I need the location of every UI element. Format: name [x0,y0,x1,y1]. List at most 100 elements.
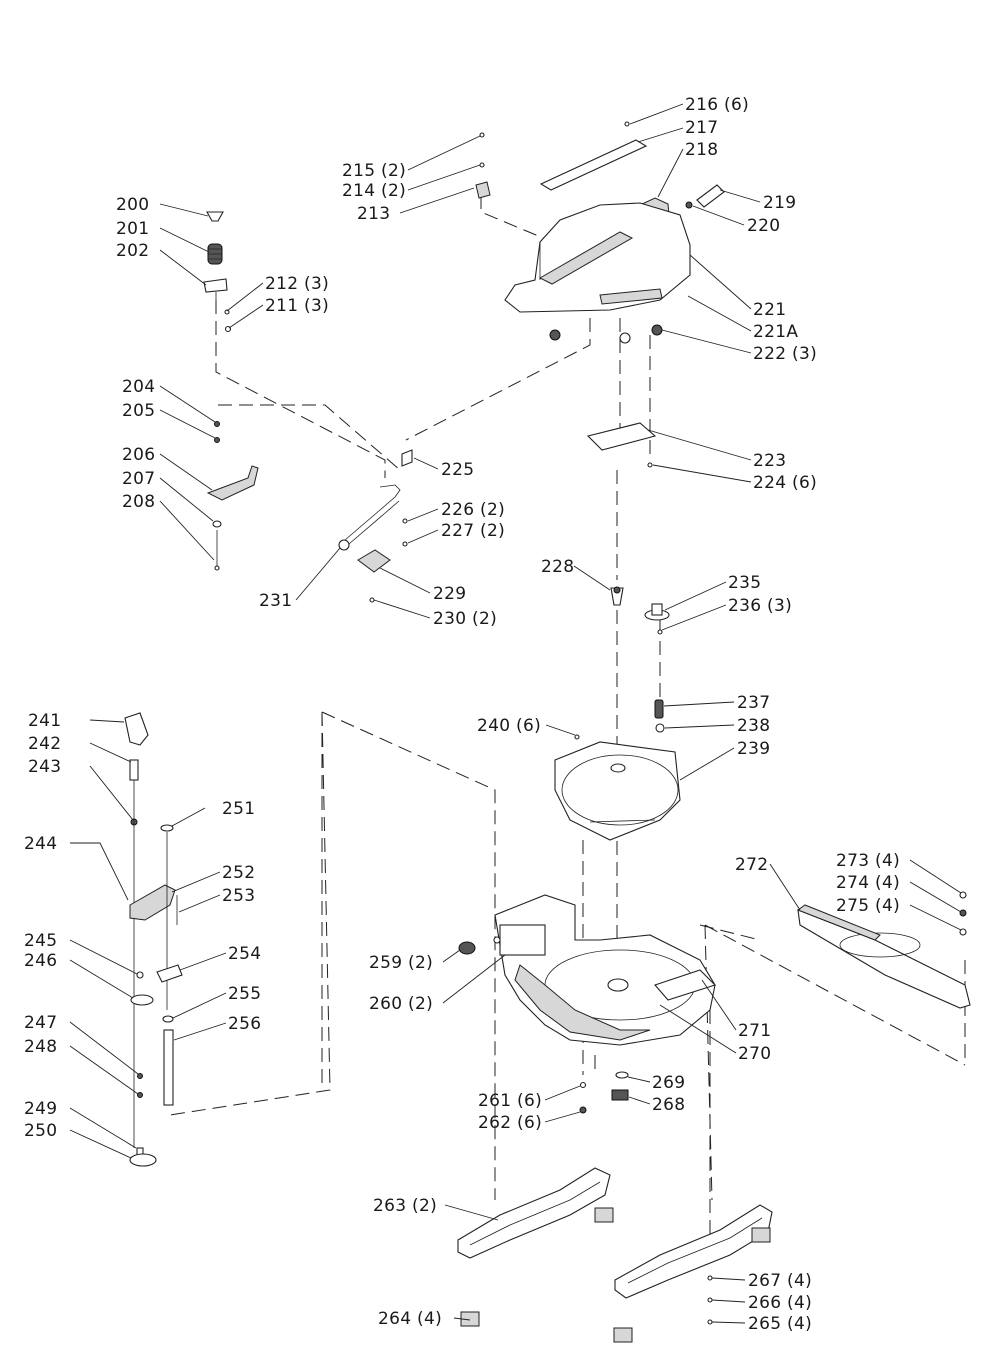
part-237-spring [654,699,664,719]
callout-270: 270 [738,1044,771,1064]
part-244-lock-bracket [129,884,176,921]
callout-263: 263 (2) [373,1196,437,1216]
callout-230: 230 (2) [433,609,497,629]
callout-227: 227 (2) [441,521,505,541]
callout-217: 217 [685,118,718,138]
callout-239: 239 [737,739,770,759]
assembly-dashed-lines [169,195,966,1255]
callout-247: 247 [24,1013,57,1033]
part-265-267-screws [707,1275,713,1325]
callout-275: 275 (4) [836,896,900,916]
callout-225: 225 [441,460,474,480]
part-204-208-lever-stack [206,421,259,571]
callout-273: 273 (4) [836,851,900,871]
part-270-base [494,894,716,1046]
part-shapes [124,121,971,1343]
callout-229: 229 [433,584,466,604]
callout-211: 211 (3) [265,296,329,316]
part-249-250-knob [129,1147,157,1167]
callout-201: 201 [116,219,149,239]
part-217-insert-plate [539,121,648,191]
callout-259: 259 (2) [369,953,433,973]
callout-205: 205 [122,401,155,421]
callout-262: 262 (6) [478,1113,542,1133]
part-221-table [504,202,691,344]
part-219-220-lock-pin [685,184,725,209]
part-239-ring [554,734,681,841]
part-261-262-fasteners [579,1081,587,1114]
callout-221A: 221A [753,322,798,342]
part-242-243-pin [129,759,139,1148]
part-271-block [654,969,717,1001]
part-255-washer [162,1015,174,1023]
part-225-bracket [401,449,413,467]
callout-208: 208 [122,492,155,512]
part-273-275-hardware [959,891,967,936]
part-231-rod [338,484,401,551]
callout-260: 260 (2) [369,994,433,1014]
part-223-plate [586,422,657,468]
callout-221: 221 [753,300,786,320]
part-callouts: 200 201 202 212 (3) 211 (3) 215 (2) 214 … [24,95,900,1334]
callout-214: 214 (2) [342,181,406,201]
part-211-212-screws [224,309,232,333]
callout-231: 231 [259,591,292,611]
callout-249: 249 [24,1099,57,1119]
callout-216: 216 (6) [685,95,749,115]
callout-200: 200 [116,195,149,215]
part-200-washer [206,211,224,222]
callout-215: 215 (2) [342,161,406,181]
part-201-spring [207,243,223,265]
part-226-227-screws [402,518,408,547]
callout-248: 248 [24,1037,57,1057]
callout-272: 272 [735,855,768,875]
part-235-detent [644,603,670,635]
callout-237: 237 [737,693,770,713]
callout-267: 267 (4) [748,1271,812,1291]
part-263-rail-left [457,1167,614,1259]
callout-218: 218 [685,140,718,160]
callout-243: 243 [28,757,61,777]
callout-206: 206 [122,445,155,465]
callout-238: 238 [737,716,770,736]
part-254-plate [156,964,183,983]
leader-lines [69,103,962,1324]
callout-266: 266 (4) [748,1293,812,1313]
callout-228: 228 [541,557,574,577]
callout-255: 255 [228,984,261,1004]
callout-250: 250 [24,1121,57,1141]
callout-235: 235 [728,573,761,593]
part-272-fence [796,904,971,1009]
part-238-ball [655,723,665,733]
part-263-rail-right [614,1204,773,1299]
callout-271: 271 [738,1021,771,1041]
part-228-pivot [610,586,624,606]
callout-236: 236 (3) [728,596,792,616]
callout-246: 246 [24,951,57,971]
callout-240: 240 (6) [477,716,541,736]
callout-213: 213 [357,204,390,224]
callout-253: 253 [222,886,255,906]
callout-204: 204 [122,377,155,397]
callout-244: 244 [24,834,57,854]
callout-274: 274 (4) [836,873,900,893]
callout-264: 264 (4) [378,1309,442,1329]
callout-224: 224 (6) [753,473,817,493]
callout-212: 212 (3) [265,274,329,294]
callout-241: 241 [28,711,61,731]
part-202-plate [203,278,228,300]
part-256-shaft [163,1029,174,1106]
callout-245: 245 [24,931,57,951]
part-259-knob [458,936,501,955]
part-229-block [357,549,391,603]
part-213-clip [475,132,491,199]
callout-252: 252 [222,863,255,883]
part-245-248-washers [130,971,154,1098]
callout-207: 207 [122,469,155,489]
callout-251: 251 [222,799,255,819]
callout-220: 220 [747,216,780,236]
part-264-feet [460,1311,633,1343]
callout-261: 261 (6) [478,1091,542,1111]
callout-219: 219 [763,193,796,213]
